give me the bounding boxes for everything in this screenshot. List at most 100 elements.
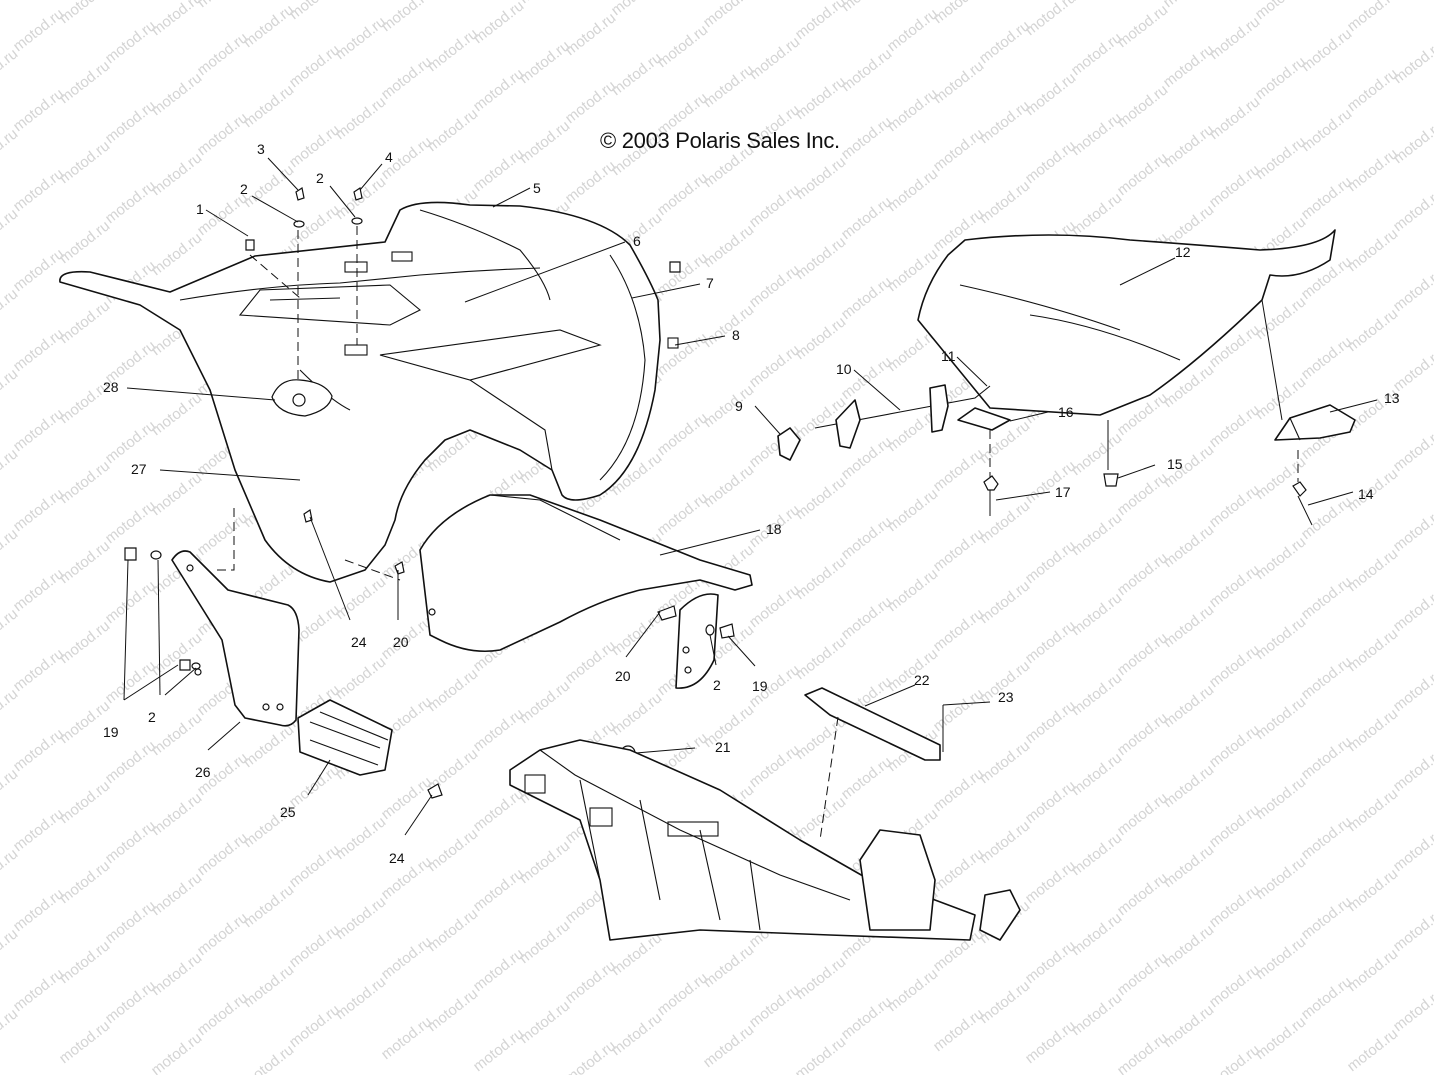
watermark-text: motod.ru xyxy=(1022,137,1079,187)
rear-fender-body xyxy=(59,201,679,583)
latch-rod-10 xyxy=(814,384,991,449)
watermark-text: motod.ru xyxy=(1068,29,1125,79)
watermark-text: motod.ru xyxy=(0,0,21,15)
watermark-text: motod.ru xyxy=(930,525,987,575)
watermark-text: motod.ru xyxy=(1114,1029,1171,1075)
watermark-text: motod.ru xyxy=(1390,185,1434,235)
watermark-text: motod.ru xyxy=(1114,949,1171,999)
watermark-text: motod.ru xyxy=(562,1037,619,1075)
callout-20: 20 xyxy=(615,668,631,684)
watermark-text: motod.ru xyxy=(1344,0,1401,35)
watermark-text: motod.ru xyxy=(838,993,895,1043)
watermark-text: motod.ru xyxy=(654,169,711,219)
watermark-text: motod.ru xyxy=(10,965,67,1015)
watermark-text: motod.ru xyxy=(1114,709,1171,759)
callout-24: 24 xyxy=(389,850,405,866)
callout-20: 20 xyxy=(393,634,409,650)
watermark-text: motod.ru xyxy=(10,85,67,135)
watermark-text: motod.ru xyxy=(1206,641,1263,691)
watermark-text: motod.ru xyxy=(10,165,67,215)
watermark-text: motod.ru xyxy=(1206,401,1263,451)
callout-2: 2 xyxy=(713,677,721,693)
fuel-cap-28 xyxy=(271,379,333,417)
watermark-text: motod.ru xyxy=(930,1005,987,1055)
watermark-text: motod.ru xyxy=(1022,1017,1079,1067)
watermark-text: motod.ru xyxy=(286,201,343,251)
callout-9: 9 xyxy=(735,398,743,414)
watermark-text: motod.ru xyxy=(10,805,67,855)
watermark-text: motod.ru xyxy=(148,0,205,39)
latch-bracket-13 xyxy=(1274,404,1356,441)
watermark-text: motod.ru xyxy=(792,1033,849,1075)
watermark-text: motod.ru xyxy=(10,325,67,375)
watermark-text: motod.ru xyxy=(1390,905,1434,955)
watermark-text: motod.ru xyxy=(1114,869,1171,919)
watermark-text: motod.ru xyxy=(470,65,527,115)
watermark-text: motod.ru xyxy=(1390,345,1434,395)
watermark-text: motod.ru xyxy=(746,981,803,1031)
mud-flap-right xyxy=(675,593,719,689)
watermark-text: motod.ru xyxy=(1344,65,1401,115)
watermark-text: motod.ru xyxy=(286,841,343,891)
spring-9 xyxy=(777,427,801,461)
watermark-text: motod.ru xyxy=(1114,149,1171,199)
watermark-text: motod.ru xyxy=(1206,1041,1263,1075)
watermark-text: motod.ru xyxy=(102,497,159,547)
mud-flap-26 xyxy=(171,550,300,727)
callout-27: 27 xyxy=(131,461,147,477)
watermark-text: motod.ru xyxy=(1390,425,1434,475)
watermark-text: motod.ru xyxy=(562,77,619,127)
callout-21: 21 xyxy=(715,739,731,755)
watermark-text: motod.ru xyxy=(286,1001,343,1051)
watermark-text: motod.ru xyxy=(1252,0,1309,23)
watermark-text: motod.ru xyxy=(746,741,803,791)
watermark-text: motod.ru xyxy=(1206,561,1263,611)
watermark-text: motod.ru xyxy=(654,329,711,379)
callout-4: 4 xyxy=(385,149,393,165)
callout-labels: 3 2 1 2 4 5 6 7 8 28 27 9 10 11 12 13 16… xyxy=(103,141,1400,866)
watermark-text: motod.ru xyxy=(1390,265,1434,315)
watermark-text: motod.ru xyxy=(930,605,987,655)
callout-7: 7 xyxy=(706,275,714,291)
watermark-text: motod.ru xyxy=(286,921,343,971)
watermark-text: motod.ru xyxy=(286,121,343,171)
callout-24: 24 xyxy=(351,634,367,650)
callout-22: 22 xyxy=(914,672,930,688)
watermark-text: motod.ru xyxy=(838,273,895,323)
watermark-text: motod.ru xyxy=(608,0,665,19)
watermark-text: motod.ru xyxy=(1114,789,1171,839)
watermark-text: motod.ru xyxy=(516,0,573,7)
watermark-text: motod.ru xyxy=(1022,0,1079,39)
watermark-text: motod.ru xyxy=(102,737,159,787)
watermark-text: motod.ru xyxy=(1206,881,1263,931)
watermark-text: motod.ru xyxy=(1252,53,1309,103)
watermark-text: motod.ru xyxy=(1344,1025,1401,1075)
watermark-text: motod.ru xyxy=(1390,985,1434,1035)
callout-15: 15 xyxy=(1167,456,1183,472)
watermark-text: motod.ru xyxy=(930,845,987,895)
watermark-text: motod.ru xyxy=(930,685,987,735)
watermark-text: motod.ru xyxy=(194,989,251,1039)
callout-14: 14 xyxy=(1358,486,1374,502)
lower-fender-18 xyxy=(419,494,753,653)
watermark-text: motod.ru xyxy=(286,41,343,91)
watermark-text: motod.ru xyxy=(10,885,67,935)
watermark-text: motod.ru xyxy=(1206,961,1263,1011)
watermark-text: motod.ru xyxy=(1206,161,1263,211)
watermark-text: motod.ru xyxy=(10,405,67,455)
assembly-lines xyxy=(212,226,1299,841)
watermark-text: motod.ru xyxy=(1206,721,1263,771)
watermark-text: motod.ru xyxy=(1206,801,1263,851)
watermark-text: motod.ru xyxy=(240,1041,297,1075)
watermark-text: motod.ru xyxy=(102,417,159,467)
watermark-text: motod.ru xyxy=(378,53,435,103)
callout-23: 23 xyxy=(998,689,1014,705)
watermark-text: motod.ru xyxy=(746,0,803,3)
watermark-text: motod.ru xyxy=(378,933,435,983)
watermark-text: motod.ru xyxy=(1390,505,1434,555)
callout-3: 3 xyxy=(257,141,265,157)
callout-18: 18 xyxy=(766,521,782,537)
watermark-text: motod.ru xyxy=(470,785,527,835)
watermark-text: motod.ru xyxy=(1160,41,1217,91)
watermark-text: motod.ru xyxy=(1114,629,1171,679)
